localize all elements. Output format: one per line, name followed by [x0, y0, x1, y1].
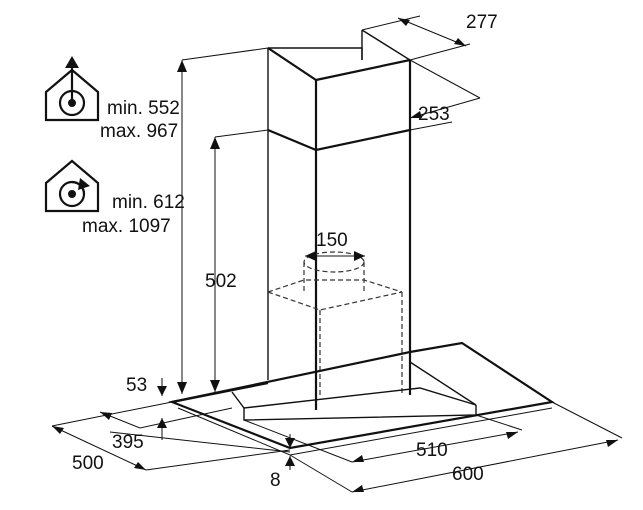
extraction-min-label: min. 552: [107, 98, 180, 119]
dim-depth-inner: 395: [112, 432, 144, 453]
dim-depth-outer: 500: [72, 453, 104, 474]
dim-width-inner: 510: [416, 440, 448, 461]
extraction-mode-icon: [44, 56, 100, 122]
dim-chimney-height: 502: [205, 271, 237, 292]
chimney: [267, 29, 412, 410]
dim-glass-thickness: 8: [270, 470, 281, 491]
glass-canopy: [168, 341, 555, 456]
dimension-lines: [51, 15, 623, 493]
dim-width-outer: 600: [452, 464, 484, 485]
recirculation-mode-icon: [44, 159, 100, 213]
recirculation-min-label: min. 612: [112, 192, 185, 213]
dim-canopy-height: 53: [126, 375, 147, 396]
extraction-max-label: max. 967: [100, 121, 178, 142]
dim-duct-diameter: 150: [316, 230, 348, 251]
dim-chimney-width: 253: [418, 104, 450, 125]
dim-chimney-depth: 277: [466, 12, 498, 33]
recirculation-max-label: max. 1097: [82, 216, 171, 237]
